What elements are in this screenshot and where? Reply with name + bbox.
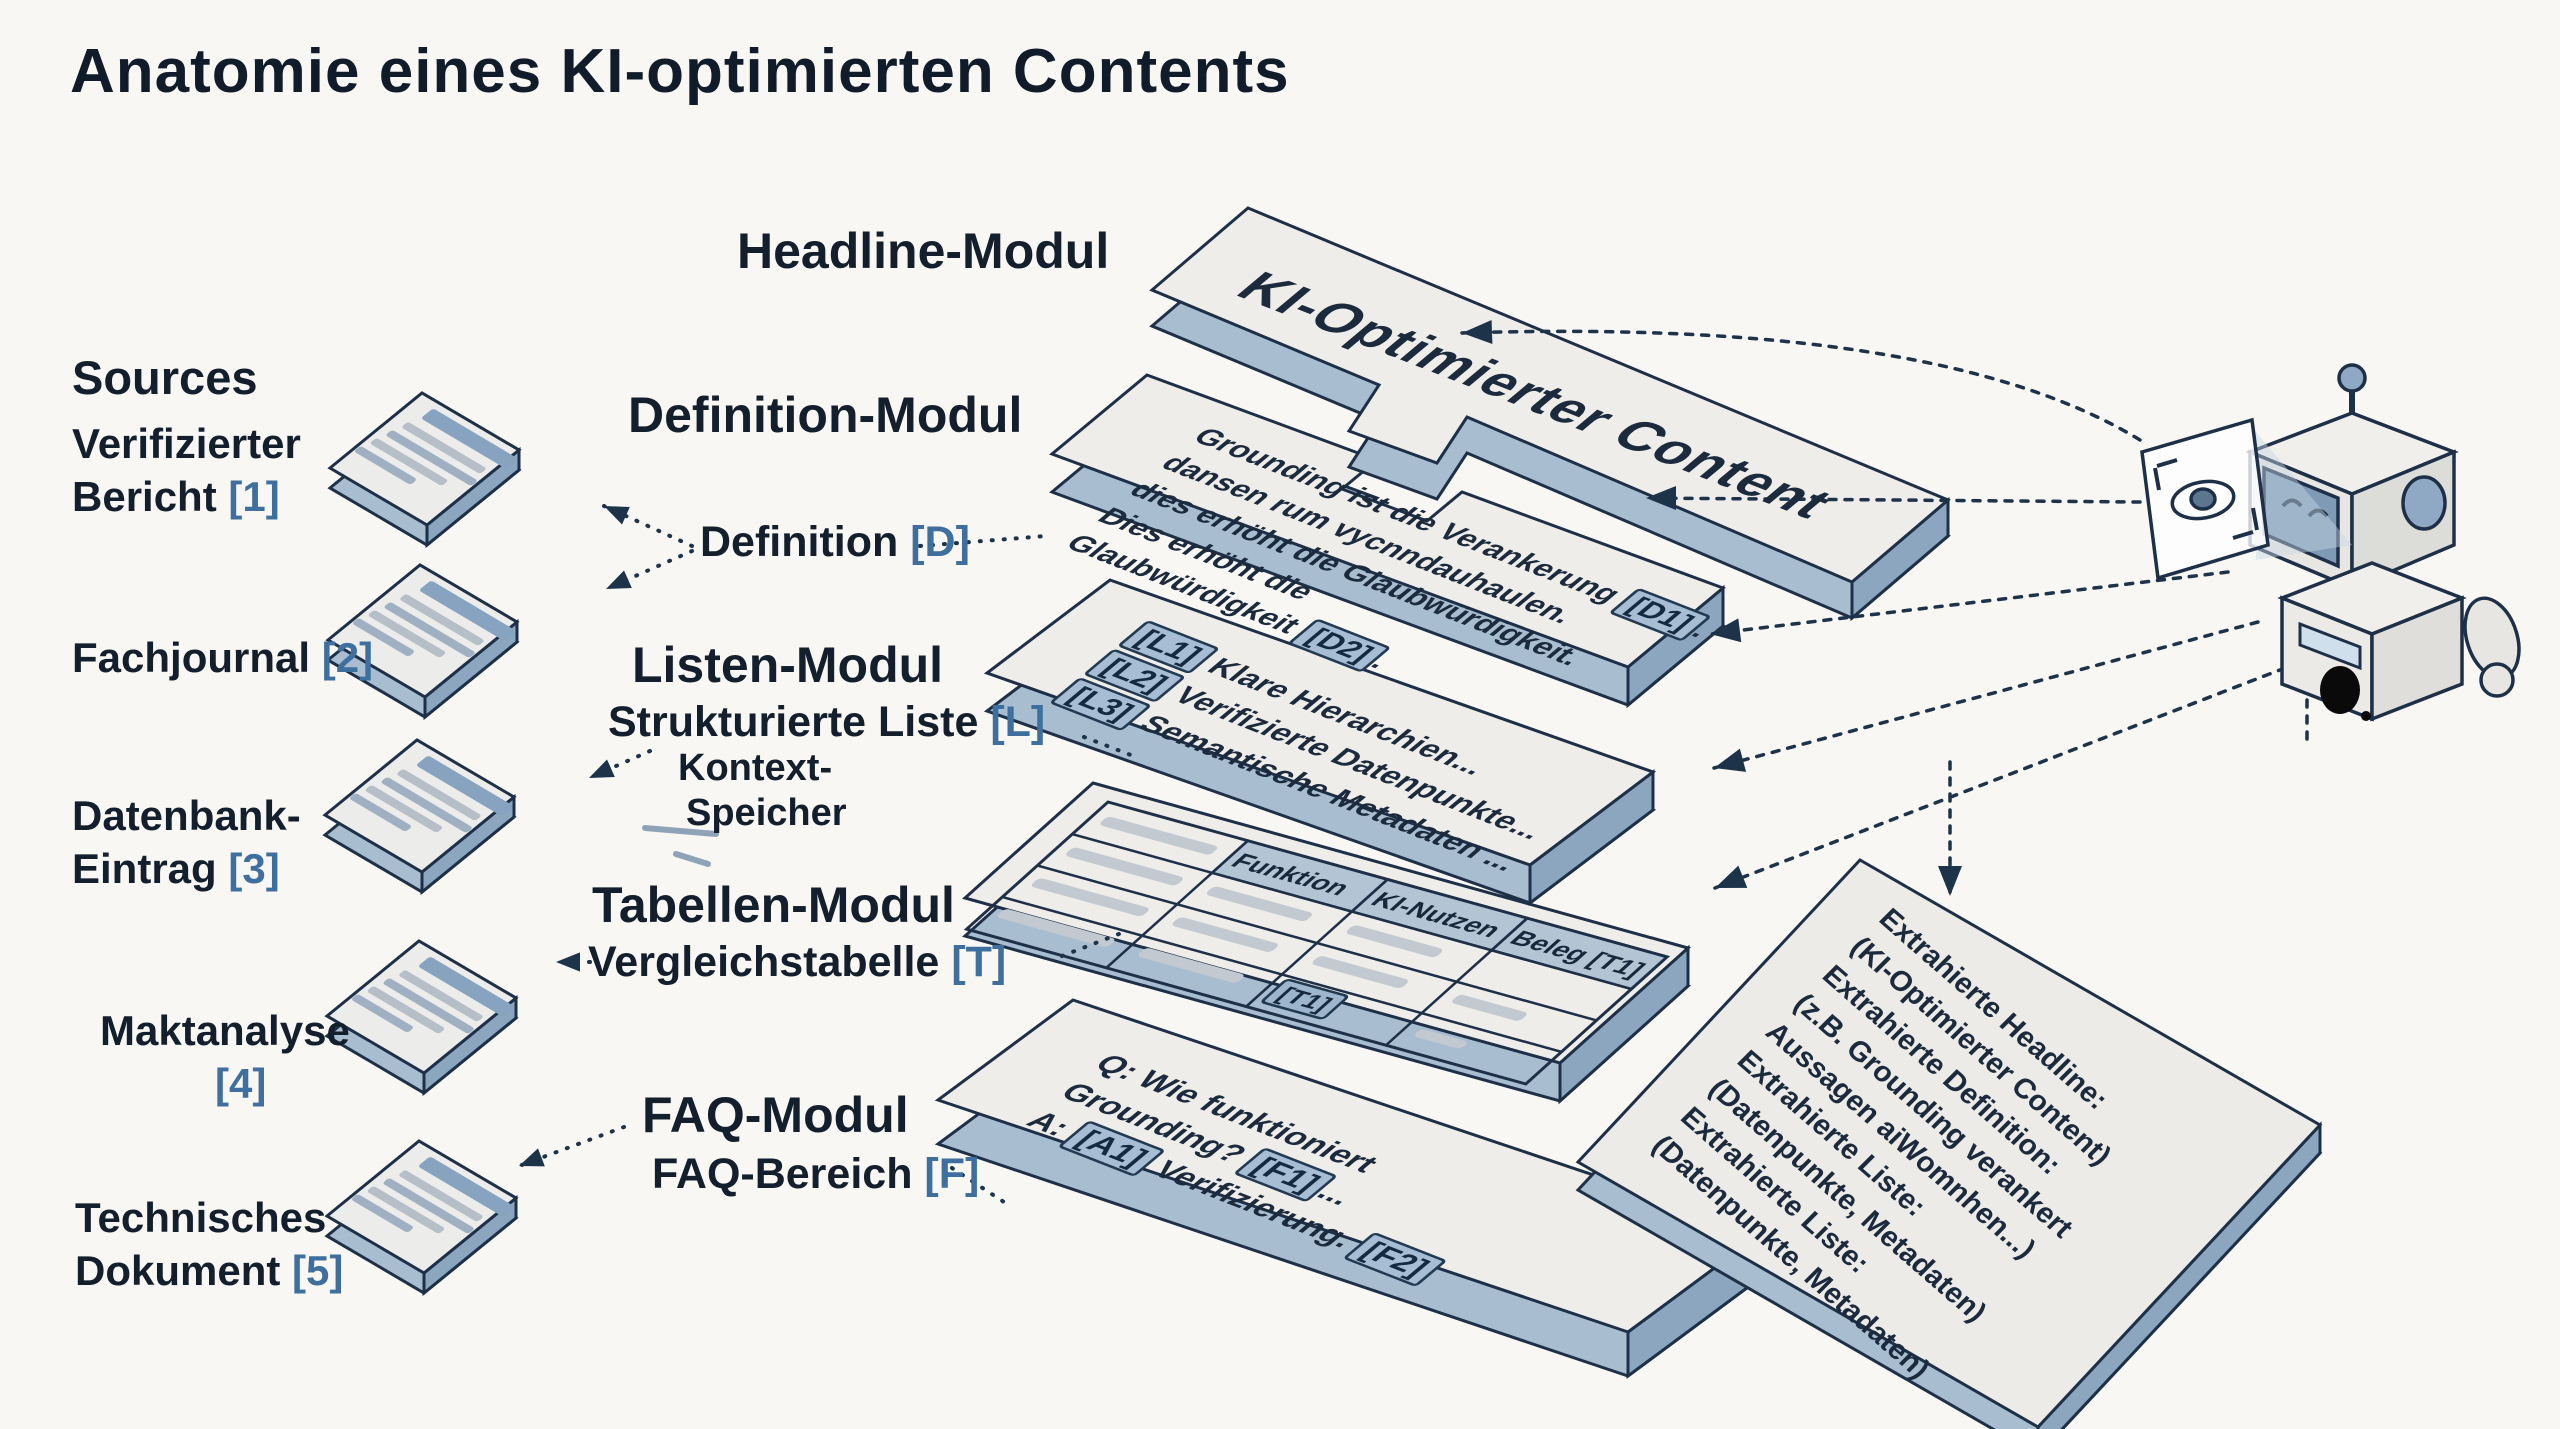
sources-heading: Sources (72, 351, 258, 404)
label-strukturierte-liste: Strukturierte Liste [L] (608, 698, 1045, 747)
sketch-strokes (642, 825, 719, 867)
label-ref: [D] (910, 518, 970, 566)
source-ref: [3] (228, 844, 280, 892)
document-icon-technisches-dokument (325, 1139, 518, 1295)
robot-dashed-arrows (1460, 329, 2309, 894)
source-line: Verifizierter (72, 420, 301, 467)
dotted-leader-lines (517, 504, 1138, 1208)
label-kontext-speicher: Kontext- Speicher (678, 746, 847, 836)
scanner-eye-icon (2140, 417, 2270, 581)
ink-blob (2320, 666, 2371, 721)
source-ref: [2] (321, 634, 374, 681)
label-text: Definition (700, 518, 899, 566)
table-cell-badge-box (1261, 979, 1349, 1020)
document-icon-datenbank-eintrag (323, 738, 516, 894)
source-label-technisches-dokument: Technisches Dokument [5] (75, 1192, 343, 1298)
label-text: FAQ-Bereich (652, 1150, 913, 1198)
document-icon-maktanalyse (325, 939, 518, 1095)
label-headline-modul: Headline-Modul (737, 223, 1110, 279)
headline-layer-slab (1149, 206, 1951, 622)
source-line: Dokument (75, 1246, 281, 1294)
label-listen-modul: Listen-Modul (632, 637, 944, 693)
source-label-maktanalyse: Maktanalyse [4] (100, 1005, 350, 1111)
source-line: Fachjournal (72, 634, 311, 681)
source-line: Technisches (75, 1194, 327, 1241)
source-line: Maktanalyse (100, 1007, 350, 1054)
label-ref: [T] (951, 938, 1007, 986)
tabellen-layer-slab: [T1] Funktion KI-Nutzen Beleg [T1] (961, 781, 1692, 1105)
label-vergleichstabelle: Vergleichstabelle [T] (588, 938, 1006, 987)
page-title: Anatomie eines KI-optimierten Contents (70, 37, 1290, 106)
label-faq-bereich: FAQ-Bereich [F] (652, 1150, 979, 1199)
label-ref: [F] (924, 1150, 980, 1198)
label-definition-modul: Definition-Modul (628, 387, 1023, 443)
source-label-fachjournal: Fachjournal [2] (72, 632, 373, 685)
source-label-verifizierter-bericht: Verifizierter Bericht [1] (72, 418, 301, 524)
faq-layer-slab (934, 998, 1767, 1379)
robot-icon (2140, 363, 2521, 722)
label-text: Strukturierte Liste (608, 698, 979, 746)
source-ref: [5] (292, 1246, 344, 1294)
document-icon-verifizierter-bericht (328, 391, 521, 547)
source-arrowheads (515, 497, 632, 1175)
source-ref: [4] (215, 1059, 267, 1107)
source-label-datenbank-eintrag: Datenbank- Eintrag [3] (72, 790, 301, 896)
label-tabellen-modul: Tabellen-Modul (592, 877, 955, 933)
label-ref: [L] (990, 698, 1046, 746)
source-line: Bericht (72, 472, 217, 520)
label-faq-modul: FAQ-Modul (642, 1087, 909, 1143)
extracted-panel-slab (1575, 858, 2323, 1429)
label-text: Vergleichstabelle (588, 938, 940, 986)
source-line: Datenbank- (72, 792, 301, 839)
label-text: Kontext- (678, 747, 833, 789)
source-line: Eintrag (72, 844, 217, 892)
comparison-table: [T1] Funktion KI-Nutzen Beleg [T1] (963, 800, 1671, 1086)
label-text: Speicher (686, 791, 847, 834)
source-ref: [1] (228, 472, 280, 520)
label-definition-ref: Definition [D] (700, 518, 970, 567)
